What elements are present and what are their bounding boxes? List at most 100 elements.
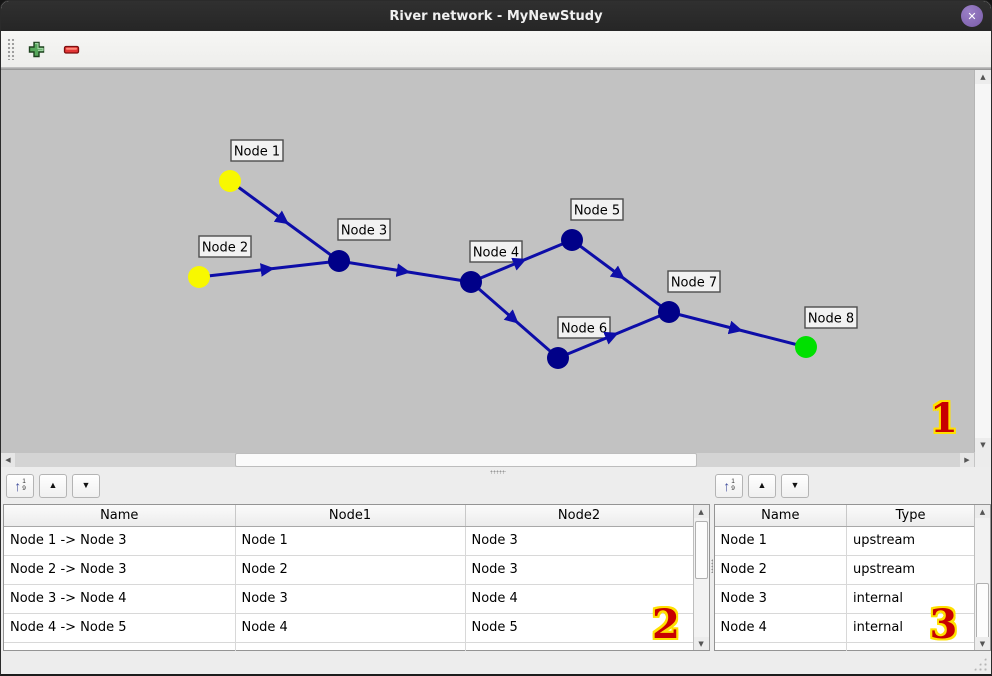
svg-text:Node 7: Node 7 [671, 276, 717, 291]
column-header-node1[interactable]: Node1 [235, 505, 466, 527]
canvas-vertical-scrollbar[interactable]: ▲ ▼ [974, 70, 991, 452]
table-cell[interactable]: Node 3 -> Node 4 [4, 584, 236, 614]
table-cell[interactable]: internal [846, 584, 974, 614]
reach-edge[interactable] [470, 238, 573, 284]
status-bar [1, 651, 991, 674]
network-node[interactable] [658, 301, 680, 323]
node-label: Node 8 [804, 306, 858, 329]
network-node[interactable] [188, 266, 210, 288]
down-arrow-icon: ▼ [790, 480, 800, 490]
nodes-move-up-button[interactable]: ▲ [748, 473, 776, 498]
canvas-horizontal-scrollbar[interactable]: ◀ ▶ [1, 452, 974, 467]
reaches-table-scrollbar[interactable]: ▲ ▼ [692, 505, 709, 650]
toolbar-divider [1, 67, 991, 70]
table-cell[interactable]: Node 1 [714, 526, 848, 556]
table-cell[interactable]: Node 4 [465, 584, 693, 614]
table-cell[interactable]: Node 5 [465, 613, 693, 643]
table-cell[interactable]: Node 2 [235, 555, 466, 585]
reaches-move-down-button[interactable]: ▼ [72, 473, 100, 498]
reach-edge[interactable] [338, 259, 472, 284]
scrollbar-thumb[interactable] [975, 583, 989, 641]
table-cell[interactable]: internal [846, 613, 974, 643]
up-arrow-icon: ▲ [757, 480, 767, 490]
table-cell[interactable]: Node 3 [235, 584, 466, 614]
scroll-left-icon[interactable]: ◀ [1, 453, 15, 467]
network-node[interactable] [219, 170, 241, 192]
reach-edge[interactable] [470, 280, 559, 360]
table-cell[interactable]: Node 4 [714, 613, 848, 643]
close-button[interactable]: ✕ [961, 5, 983, 27]
resize-grip-icon[interactable] [973, 657, 987, 671]
reach-edge[interactable] [198, 259, 340, 279]
svg-text:Node 8: Node 8 [808, 312, 854, 327]
svg-text:Node 3: Node 3 [341, 224, 387, 239]
node-label: Node 7 [667, 270, 721, 293]
table-cell[interactable]: upstream [846, 526, 974, 556]
scroll-track[interactable] [15, 453, 960, 467]
table-cell[interactable]: Node 4 [235, 613, 466, 643]
reach-edge[interactable] [557, 310, 670, 360]
table-cell[interactable]: upstream [846, 555, 974, 585]
scroll-up-icon[interactable]: ▲ [975, 70, 991, 84]
nodes-move-down-button[interactable]: ▼ [781, 473, 809, 498]
table-cell[interactable]: Node 3 [465, 555, 693, 585]
column-header-name[interactable]: Name [4, 505, 236, 527]
scroll-up-icon[interactable]: ▲ [693, 505, 709, 518]
scroll-right-icon[interactable]: ▶ [960, 453, 974, 467]
pane-splitter-handle[interactable] [490, 469, 506, 474]
remove-button[interactable] [61, 39, 82, 60]
table-cell[interactable]: Node 3 [714, 584, 848, 614]
table-cell[interactable]: Node 1 [235, 526, 466, 556]
table-cell[interactable]: Node 4 -> Node 5 [4, 613, 236, 643]
scrollbar-thumb[interactable] [235, 453, 697, 467]
reach-edge[interactable] [571, 238, 670, 314]
network-node[interactable] [795, 336, 817, 358]
svg-text:Node 1: Node 1 [234, 145, 280, 160]
column-header-name[interactable]: Name [714, 505, 848, 527]
toolbar-drag-handle[interactable] [7, 38, 16, 60]
table-cell[interactable]: Node 3 [465, 526, 693, 556]
nodes-table-scrollbar[interactable]: ▲ ▼ [973, 505, 990, 650]
reach-edge[interactable] [229, 179, 340, 263]
scroll-track[interactable] [975, 84, 991, 438]
network-node[interactable] [561, 229, 583, 251]
tables-splitter[interactable] [709, 504, 714, 651]
table-cell[interactable]: Node 1 -> Node 3 [4, 526, 236, 556]
reaches-move-up-button[interactable]: ▲ [39, 473, 67, 498]
reach-edge[interactable] [668, 310, 807, 349]
plus-icon [28, 41, 45, 57]
titlebar[interactable]: River network - MyNewStudy ✕ [1, 1, 991, 31]
add-button[interactable] [26, 39, 47, 60]
scroll-down-icon[interactable]: ▼ [693, 637, 709, 650]
scroll-up-icon[interactable]: ▲ [974, 505, 990, 518]
scroll-down-icon[interactable]: ▼ [975, 438, 991, 452]
minus-icon [63, 45, 80, 54]
table-cell[interactable]: Node 2 [714, 555, 848, 585]
main-toolbar [1, 31, 991, 67]
network-node[interactable] [328, 250, 350, 272]
network-node[interactable] [547, 347, 569, 369]
column-header-type[interactable]: Type [846, 505, 974, 527]
scrollbar-thumb[interactable] [694, 521, 708, 579]
table-cell[interactable]: Node 2 -> Node 3 [4, 555, 236, 585]
scroll-down-icon[interactable]: ▼ [974, 637, 990, 650]
column-header-node2[interactable]: Node2 [465, 505, 693, 527]
svg-text:Node 2: Node 2 [202, 241, 248, 256]
up-arrow-icon: ▲ [48, 480, 58, 490]
network-node[interactable] [460, 271, 482, 293]
